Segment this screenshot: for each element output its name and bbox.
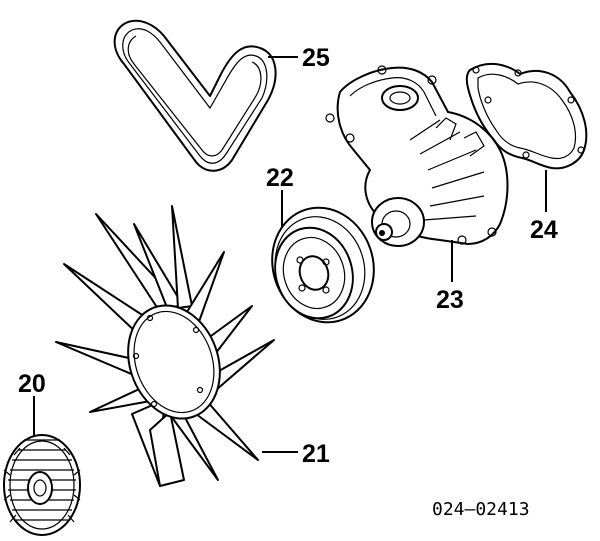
callout-23: 23 (436, 286, 464, 314)
callout-20: 20 (18, 370, 46, 398)
fan-blade (55, 205, 275, 487)
pulley (271, 206, 375, 324)
callout-25: 25 (302, 44, 330, 72)
drive-belt (113, 19, 277, 172)
water-pump (325, 65, 509, 247)
callout-22: 22 (266, 164, 294, 192)
callout-21: 21 (302, 440, 330, 468)
fan-clutch (3, 434, 81, 536)
document-code: 024–02413 (432, 499, 530, 520)
callout-24: 24 (530, 216, 558, 244)
